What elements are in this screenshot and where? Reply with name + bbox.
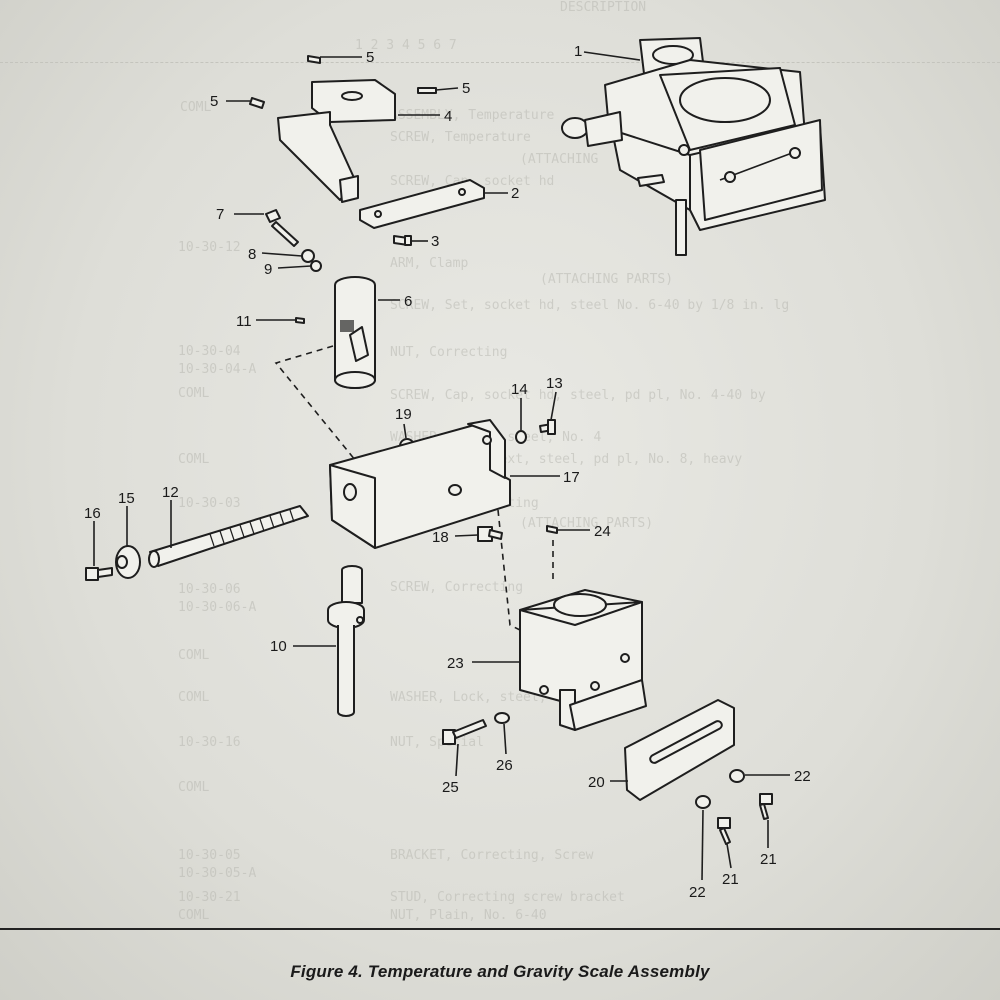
ghost-header: DESCRIPTION: [560, 0, 647, 15]
part-4-arm: [277, 79, 396, 203]
ghost-code: 10-30-05-A: [178, 866, 257, 881]
ghost-rule: [0, 62, 1000, 63]
callout-14: 14: [511, 381, 528, 398]
ghost-row: ARM, Clamp: [390, 256, 469, 271]
ghost-code: 10-30-04: [178, 344, 241, 359]
callout-7: 7: [216, 206, 224, 223]
part-16-screw: [85, 567, 113, 581]
ghost-code: 10-30-16: [178, 735, 241, 750]
ghost-row: NUT, Correcting: [390, 345, 508, 360]
ghost-code: 10-30-03: [178, 496, 241, 511]
part-12-correcting-screw: [148, 505, 309, 568]
callout-labels: 1 2 3 4 5 5 5 6 7 8 9 10 11 12 13 14 15 …: [84, 43, 811, 901]
callout-10: 10: [270, 638, 287, 655]
callout-1: 1: [574, 43, 582, 60]
callout-13: 13: [546, 375, 563, 392]
callout-5b: 5: [462, 80, 470, 97]
part-15-knob: [115, 545, 141, 579]
callout-18: 18: [432, 529, 449, 546]
caption-rule: [0, 928, 1000, 930]
callout-23: 23: [447, 655, 464, 672]
screws-18-24: [477, 525, 558, 542]
callout-21b: 21: [722, 871, 739, 888]
part-2-bar: [359, 179, 485, 229]
ghost-row: SCREW, Cap, socket hd, steel, pd pl, No.…: [390, 388, 766, 403]
part-10-stud: [327, 565, 365, 717]
ghost-row: (ATTACHING PARTS): [540, 272, 674, 287]
callout-21a: 21: [760, 851, 777, 868]
part-20-slotted-plate: [624, 699, 735, 801]
callout-5a: 5: [366, 49, 374, 66]
ghost-row: SCREW, Temperature: [390, 130, 531, 145]
callout-15: 15: [118, 490, 135, 507]
leader-lines: [93, 51, 790, 881]
ghost-code: 10-30-06: [178, 582, 241, 597]
ghost-code: COML: [178, 386, 210, 401]
screws-top: [249, 55, 437, 324]
part-17-bracket: [329, 419, 511, 549]
callout-2: 2: [511, 185, 519, 202]
assembly-guide-6-17: [274, 345, 471, 467]
callout-11: 11: [236, 313, 252, 330]
part-1-scale-assembly: [561, 37, 826, 256]
exploded-assembly-diagram: 1 2 3 4 5 5 5 6 7 8 9 10 11 12 13 14 15 …: [84, 37, 826, 901]
callout-22b: 22: [689, 884, 706, 901]
ghost-row: STUD, Correcting screw bracket: [390, 890, 625, 905]
ghost-row: BRACKET, Correcting, Screw: [390, 848, 594, 863]
ghost-row: SCREW, Set, socket hd, steel No. 6-40 by…: [390, 298, 790, 313]
callout-26: 26: [496, 757, 513, 774]
ghost-code: COML: [178, 690, 210, 705]
callout-24: 24: [594, 523, 611, 540]
callout-12: 12: [162, 484, 179, 501]
ghost-row: SCREW, Correcting: [390, 580, 524, 595]
callout-22a: 22: [794, 768, 811, 785]
ghost-code: COML: [178, 780, 210, 795]
callout-17: 17: [563, 469, 580, 486]
callout-19: 19: [395, 406, 412, 423]
ghost-code: 10-30-04-A: [178, 362, 257, 377]
ghost-row: ASSEMBLY, Temperature: [390, 108, 555, 123]
part-23-correcting-block: [519, 589, 647, 731]
callout-6: 6: [404, 293, 412, 310]
ghost-row: NUT, Special: [390, 735, 484, 750]
part-6-correcting-nut: [334, 276, 376, 389]
ghost-code: 10-30-21: [178, 890, 241, 905]
callout-4: 4: [444, 108, 452, 125]
ghost-code: 10-30-06-A: [178, 600, 257, 615]
callout-20: 20: [588, 774, 605, 791]
ghost-row: (ATTACHING: [520, 152, 599, 167]
callout-9: 9: [264, 261, 272, 278]
callout-8: 8: [248, 246, 256, 263]
ghost-code: COML: [178, 648, 210, 663]
callout-25: 25: [442, 779, 459, 796]
ghost-code: 10-30-05: [178, 848, 241, 863]
ghost-code: COML: [178, 452, 210, 467]
callout-3: 3: [431, 233, 439, 250]
ghost-code: 10-30-12: [178, 240, 241, 255]
figure-caption: Figure 4. Temperature and Gravity Scale …: [290, 962, 710, 981]
ghost-row: NUT, Plain, No. 6-40: [390, 908, 547, 923]
ghost-columns: 1 2 3 4 5 6 7: [355, 38, 457, 53]
ghost-code: COML: [178, 908, 210, 923]
callout-16: 16: [84, 505, 101, 522]
callout-5c: 5: [210, 93, 218, 110]
assembly-guide-17-23: [497, 509, 521, 631]
fasteners-21-22: [695, 769, 773, 845]
ghost-code: COML: [180, 100, 212, 115]
fasteners-25-26: [442, 712, 510, 745]
